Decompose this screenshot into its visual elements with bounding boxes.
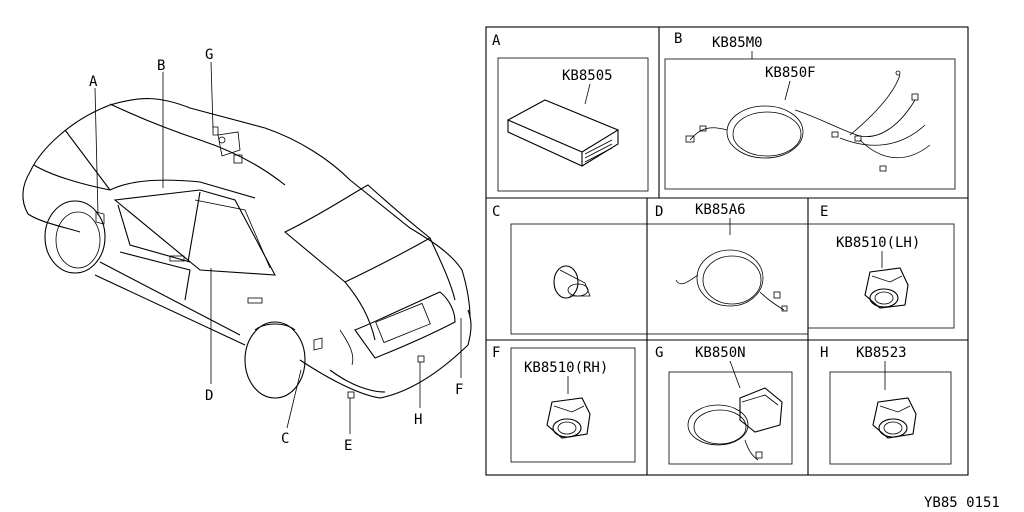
- control-unit-icon: [506, 99, 620, 167]
- callout-leaders: [94, 61, 462, 434]
- diagram-code: YB85 0151: [924, 495, 1000, 511]
- callout-f: F: [455, 382, 463, 398]
- part-kb850n-label: KB850N: [695, 345, 746, 361]
- part-kb8510-rh-label: KB8510(RH): [524, 360, 608, 376]
- car-callout-labels: A B G D C E H F: [89, 47, 463, 454]
- panel-d: D KB85A6: [646, 202, 809, 335]
- panel-h-letter: H: [820, 345, 828, 361]
- panel-b: B KB85M0 KB850F: [664, 31, 956, 190]
- panel-g-frame: [668, 371, 793, 465]
- callout-e: E: [344, 438, 352, 454]
- part-kb850f-label: KB850F: [765, 65, 816, 81]
- part-kb85m0-label: KB85M0: [712, 35, 763, 51]
- panel-h: H KB8523: [820, 345, 952, 465]
- cable-icon: [675, 249, 788, 312]
- panel-c-letter: C: [492, 204, 500, 220]
- panel-e-frame: [807, 223, 955, 329]
- parts-grid: [485, 26, 969, 476]
- callout-h: H: [414, 412, 422, 428]
- panel-b-letter: B: [674, 31, 682, 47]
- panel-e: E KB8510(LH): [807, 204, 955, 329]
- part-kb8505-label: KB8505: [562, 68, 613, 84]
- part-kb8510-lh-label: KB8510(LH): [836, 235, 920, 251]
- panel-g: G KB850N: [655, 345, 793, 465]
- panel-a-frame: [497, 57, 649, 192]
- panel-d-letter: D: [655, 204, 663, 220]
- wire-harness-icon: [685, 70, 931, 172]
- part-kb8523-label: KB8523: [856, 345, 907, 361]
- callout-b: B: [157, 58, 165, 74]
- sensor-icon: [872, 397, 917, 439]
- panel-c-frame: [510, 223, 648, 335]
- car-illustration: [22, 98, 472, 399]
- part-kb85a6-label: KB85A6: [695, 202, 746, 218]
- sensor-lh-icon: [864, 267, 909, 309]
- camera-unit-icon: [687, 387, 783, 461]
- callout-c: C: [281, 431, 289, 447]
- panel-f: F KB8510(RH): [492, 345, 636, 463]
- panel-f-letter: F: [492, 345, 500, 361]
- panel-a-letter: A: [492, 33, 501, 49]
- panel-e-letter: E: [820, 204, 828, 220]
- panel-g-letter: G: [655, 345, 663, 361]
- panel-f-frame: [510, 347, 636, 463]
- callout-d: D: [205, 388, 213, 404]
- callout-g: G: [205, 47, 213, 63]
- callout-a: A: [89, 74, 98, 90]
- panel-a: A KB8505: [492, 33, 649, 192]
- grommet-icon: [553, 265, 591, 299]
- panel-d-frame: [646, 223, 809, 335]
- panel-h-frame: [829, 371, 952, 465]
- panel-b-frame: [664, 58, 956, 190]
- panel-c: C: [492, 204, 648, 335]
- sensor-rh-icon: [546, 397, 591, 439]
